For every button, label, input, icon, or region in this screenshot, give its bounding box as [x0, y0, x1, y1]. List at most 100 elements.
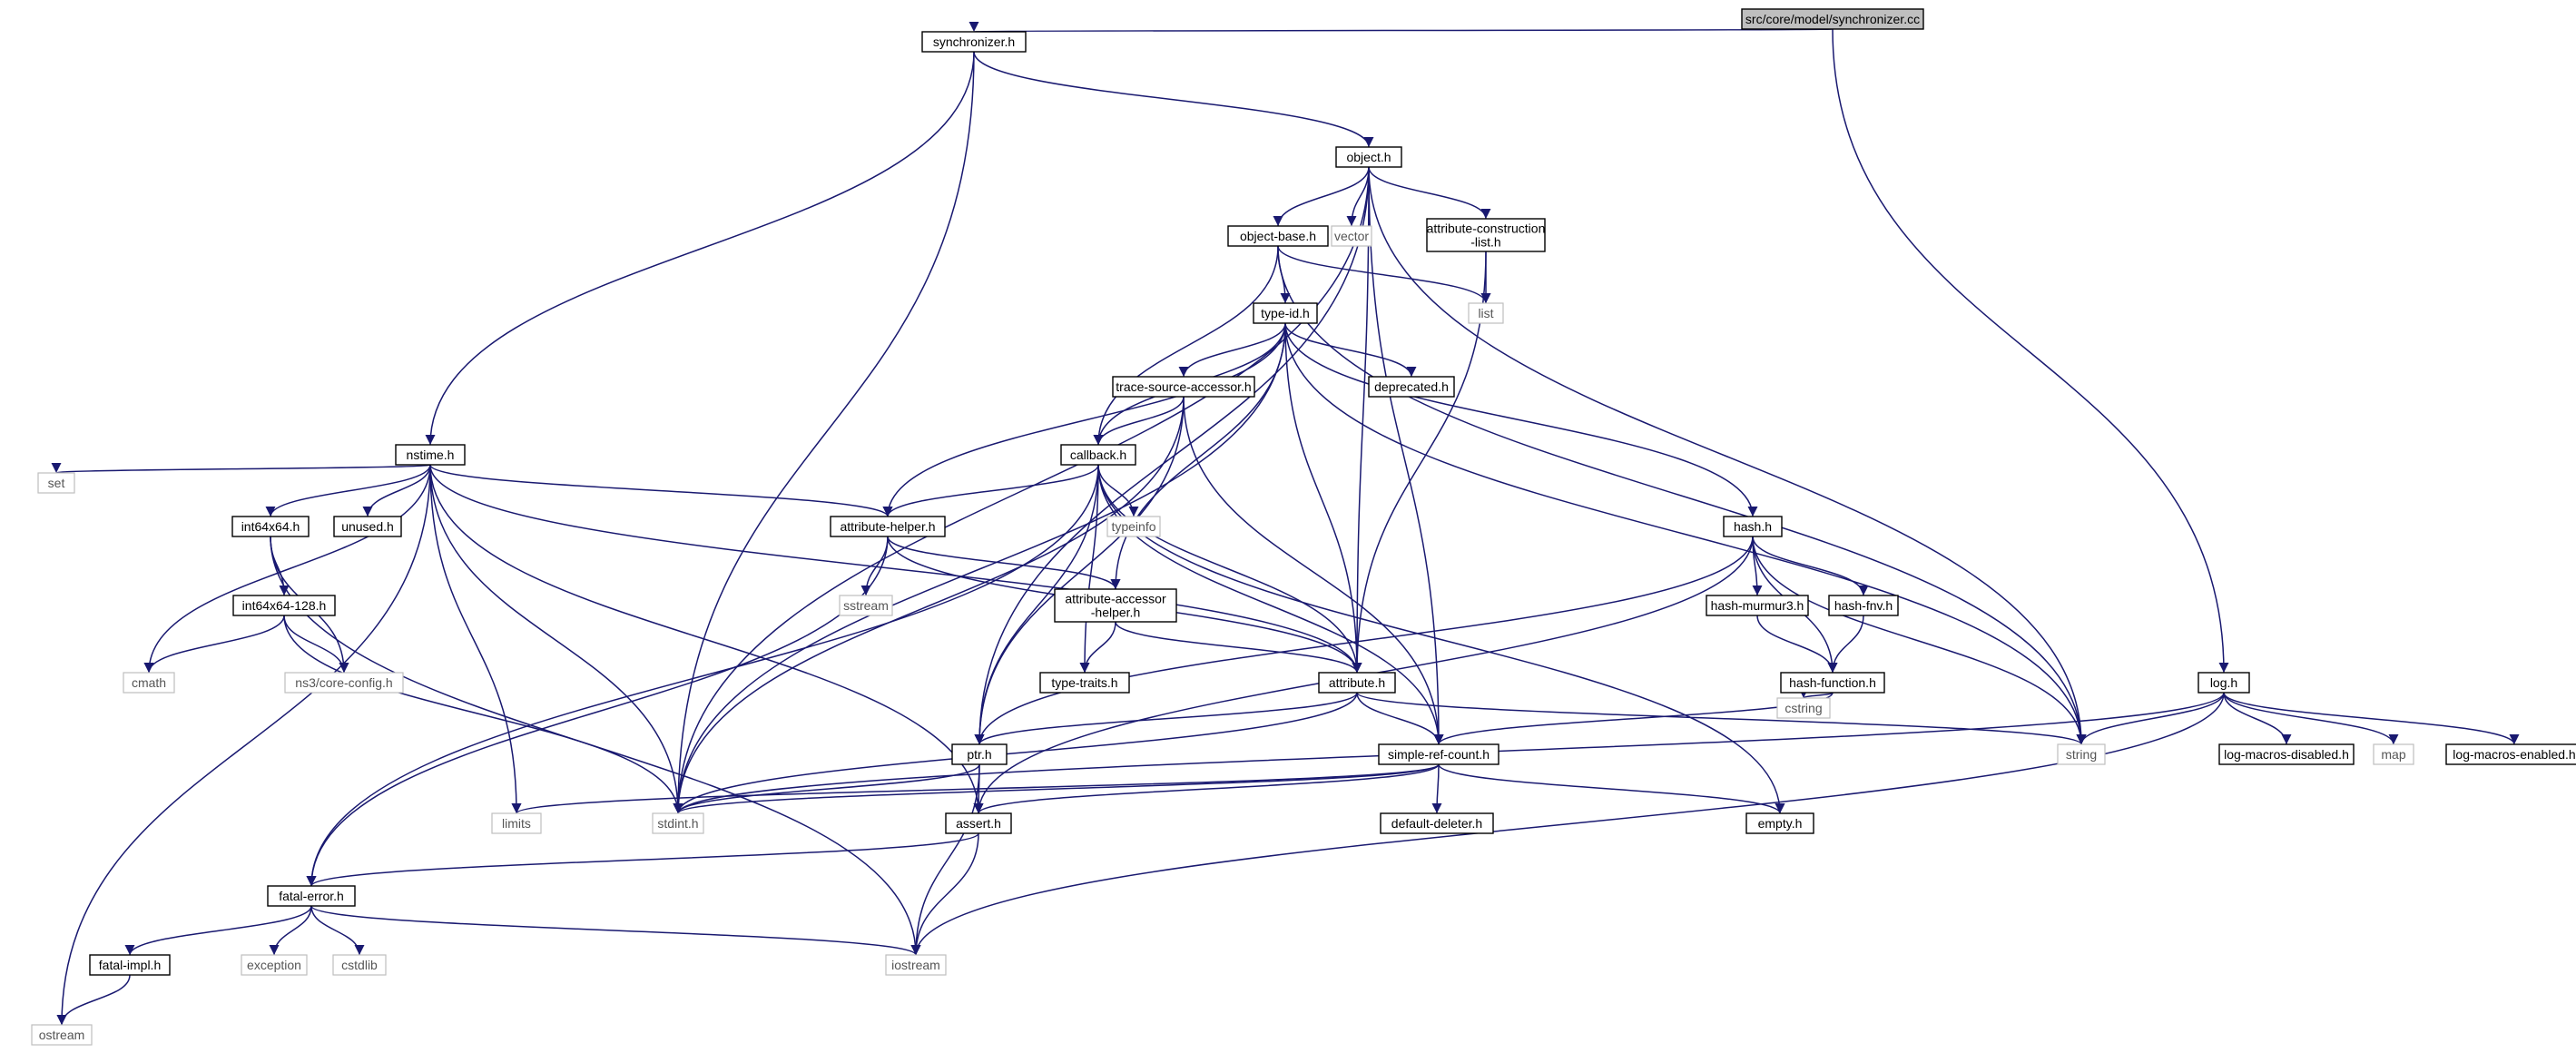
node-label: synchronizer.h — [933, 34, 1015, 49]
edge-type-id-h-to-attribute-h — [1284, 322, 1362, 674]
edge-synchronizer-h-to-nstime-h — [425, 51, 975, 446]
edge-synchronizer-h-to-object-h — [973, 51, 1374, 148]
node-deprecated-h[interactable]: deprecated.h — [1368, 376, 1455, 398]
edge-hash-h-to-string — [1752, 536, 2087, 745]
node-box — [1227, 225, 1329, 247]
node-box — [1468, 302, 1504, 324]
node-int64x64-128-h[interactable]: int64x64-128.h — [232, 595, 336, 616]
node-label: unused.h — [341, 519, 394, 534]
node-attr-constr-list-h[interactable]: attribute-construction-list.h — [1426, 218, 1546, 252]
edge-type-id-h-to-stdint-h — [673, 322, 1286, 814]
node-box — [951, 743, 1008, 765]
node-box — [1368, 376, 1455, 398]
node-label: fatal-error.h — [279, 889, 344, 903]
edge-type-id-h-to-trace-source-accessor-h — [1178, 322, 1286, 378]
edge-object-base-h-to-list — [1277, 245, 1491, 304]
node-box — [1828, 595, 1899, 616]
node-attr-accessor-helper-h[interactable]: attribute-accessor-helper.h — [1054, 588, 1177, 623]
node-box — [1776, 697, 1831, 719]
node-label: map — [2381, 747, 2405, 762]
node-hash-murmur3-h[interactable]: hash-murmur3.h — [1706, 595, 1809, 616]
node-label: assert.h — [956, 816, 1001, 831]
node-label: cmath — [132, 675, 166, 690]
node-label: -helper.h — [1091, 605, 1140, 620]
node-cstdlib: cstdlib — [332, 954, 387, 976]
edge-hash-function-h-to-simple-ref-count-h — [1433, 692, 1834, 745]
node-log-h[interactable]: log.h — [2197, 672, 2250, 694]
node-label: trace-source-accessor.h — [1116, 379, 1251, 394]
node-type-id-h[interactable]: type-id.h — [1253, 302, 1318, 324]
node-label: hash-murmur3.h — [1711, 598, 1804, 613]
edge-callback-h-to-ptr-h — [974, 464, 1099, 745]
node-label: type-traits.h — [1051, 675, 1117, 690]
node-box — [1780, 672, 1885, 694]
nodes: src/core/model/synchronizer.cc synchroniz… — [31, 8, 2576, 1046]
node-list: list — [1468, 302, 1504, 324]
node-ptr-h[interactable]: ptr.h — [951, 743, 1008, 765]
edge-nstime-h-to-attribute-helper-h — [429, 464, 893, 517]
edge-type-id-h-to-attribute-helper-h — [882, 322, 1286, 517]
node-simple-ref-count-h[interactable]: simple-ref-count.h — [1378, 743, 1499, 765]
edges — [52, 20, 2520, 1026]
node-box — [241, 954, 308, 976]
edge-attr-accessor-helper-h-to-type-traits-h — [1079, 621, 1116, 674]
edge-root-to-synchronizer-h — [973, 20, 1834, 33]
node-label: int64x64.h — [241, 519, 300, 534]
node-label: typeinfo — [1111, 519, 1155, 534]
edge-hash-h-to-hash-fnv-h — [1752, 536, 1869, 596]
node-default-deleter-h[interactable]: default-deleter.h — [1380, 812, 1494, 834]
node-nstime-h[interactable]: nstime.h — [395, 444, 466, 466]
node-cmath: cmath — [123, 672, 175, 694]
node-box — [1253, 302, 1318, 324]
node-box — [1112, 376, 1255, 398]
node-box — [31, 1024, 93, 1046]
node-log-macros-disabled-h[interactable]: log-macros-disabled.h — [2218, 743, 2355, 765]
node-log-macros-enabled-h[interactable]: log-macros-enabled.h — [2445, 743, 2576, 765]
node-box — [395, 444, 466, 466]
edge-attribute-helper-h-to-attr-accessor-helper-h — [887, 536, 1121, 590]
node-object-h[interactable]: object.h — [1335, 146, 1402, 168]
node-fatal-impl-h[interactable]: fatal-impl.h — [89, 954, 171, 976]
edge-trace-source-accessor-h-to-ptr-h — [974, 396, 1185, 745]
node-attribute-h[interactable]: attribute.h — [1318, 672, 1396, 694]
edge-fatal-error-h-to-exception — [269, 905, 312, 956]
node-assert-h[interactable]: assert.h — [945, 812, 1012, 834]
edge-simple-ref-count-h-to-limits — [511, 763, 1440, 814]
node-hash-function-h[interactable]: hash-function.h — [1780, 672, 1885, 694]
node-box — [2197, 672, 2250, 694]
edge-simple-ref-count-h-to-assert-h — [973, 763, 1440, 814]
node-callback-h[interactable]: callback.h — [1060, 444, 1136, 466]
node-label: attribute.h — [1329, 675, 1385, 690]
edge-type-id-h-to-deprecated-h — [1284, 322, 1417, 378]
node-type-traits-h[interactable]: type-traits.h — [1039, 672, 1130, 694]
node-synchronizer-h[interactable]: synchronizer.h — [921, 31, 1027, 53]
node-stdint-h: stdint.h — [652, 812, 704, 834]
node-attribute-helper-h[interactable]: attribute-helper.h — [830, 516, 946, 537]
node-hash-fnv-h[interactable]: hash-fnv.h — [1828, 595, 1899, 616]
node-trace-source-accessor-h[interactable]: trace-source-accessor.h — [1112, 376, 1255, 398]
node-label: deprecated.h — [1374, 379, 1449, 394]
node-box — [1706, 595, 1809, 616]
node-label: fatal-impl.h — [99, 958, 161, 972]
node-box — [332, 954, 387, 976]
edge-nstime-h-to-limits — [429, 464, 522, 814]
node-box — [89, 954, 171, 976]
edge-object-base-h-to-string — [1277, 245, 2087, 745]
node-object-base-h[interactable]: object-base.h — [1227, 225, 1329, 247]
node-box — [333, 516, 402, 537]
node-box — [1318, 672, 1396, 694]
edge-int64x64-128-h-to-ns3-core-config-h — [283, 615, 349, 674]
node-empty-h[interactable]: empty.h — [1745, 812, 1814, 834]
node-hash-h[interactable]: hash.h — [1723, 516, 1783, 537]
edge-callback-h-to-attribute-helper-h — [882, 464, 1099, 517]
node-unused-h[interactable]: unused.h — [333, 516, 402, 537]
node-cstring: cstring — [1776, 697, 1831, 719]
node-box — [1106, 516, 1161, 537]
root-node[interactable]: src/core/model/synchronizer.cc — [1741, 8, 1924, 30]
edge-log-h-to-string — [2076, 692, 2225, 745]
edge-type-id-h-to-string — [1284, 322, 2087, 745]
edge-attribute-h-to-stdint-h — [673, 692, 1358, 814]
node-int64x64-h[interactable]: int64x64.h — [231, 516, 310, 537]
node-fatal-error-h[interactable]: fatal-error.h — [267, 885, 356, 907]
node-label: iostream — [891, 958, 940, 972]
